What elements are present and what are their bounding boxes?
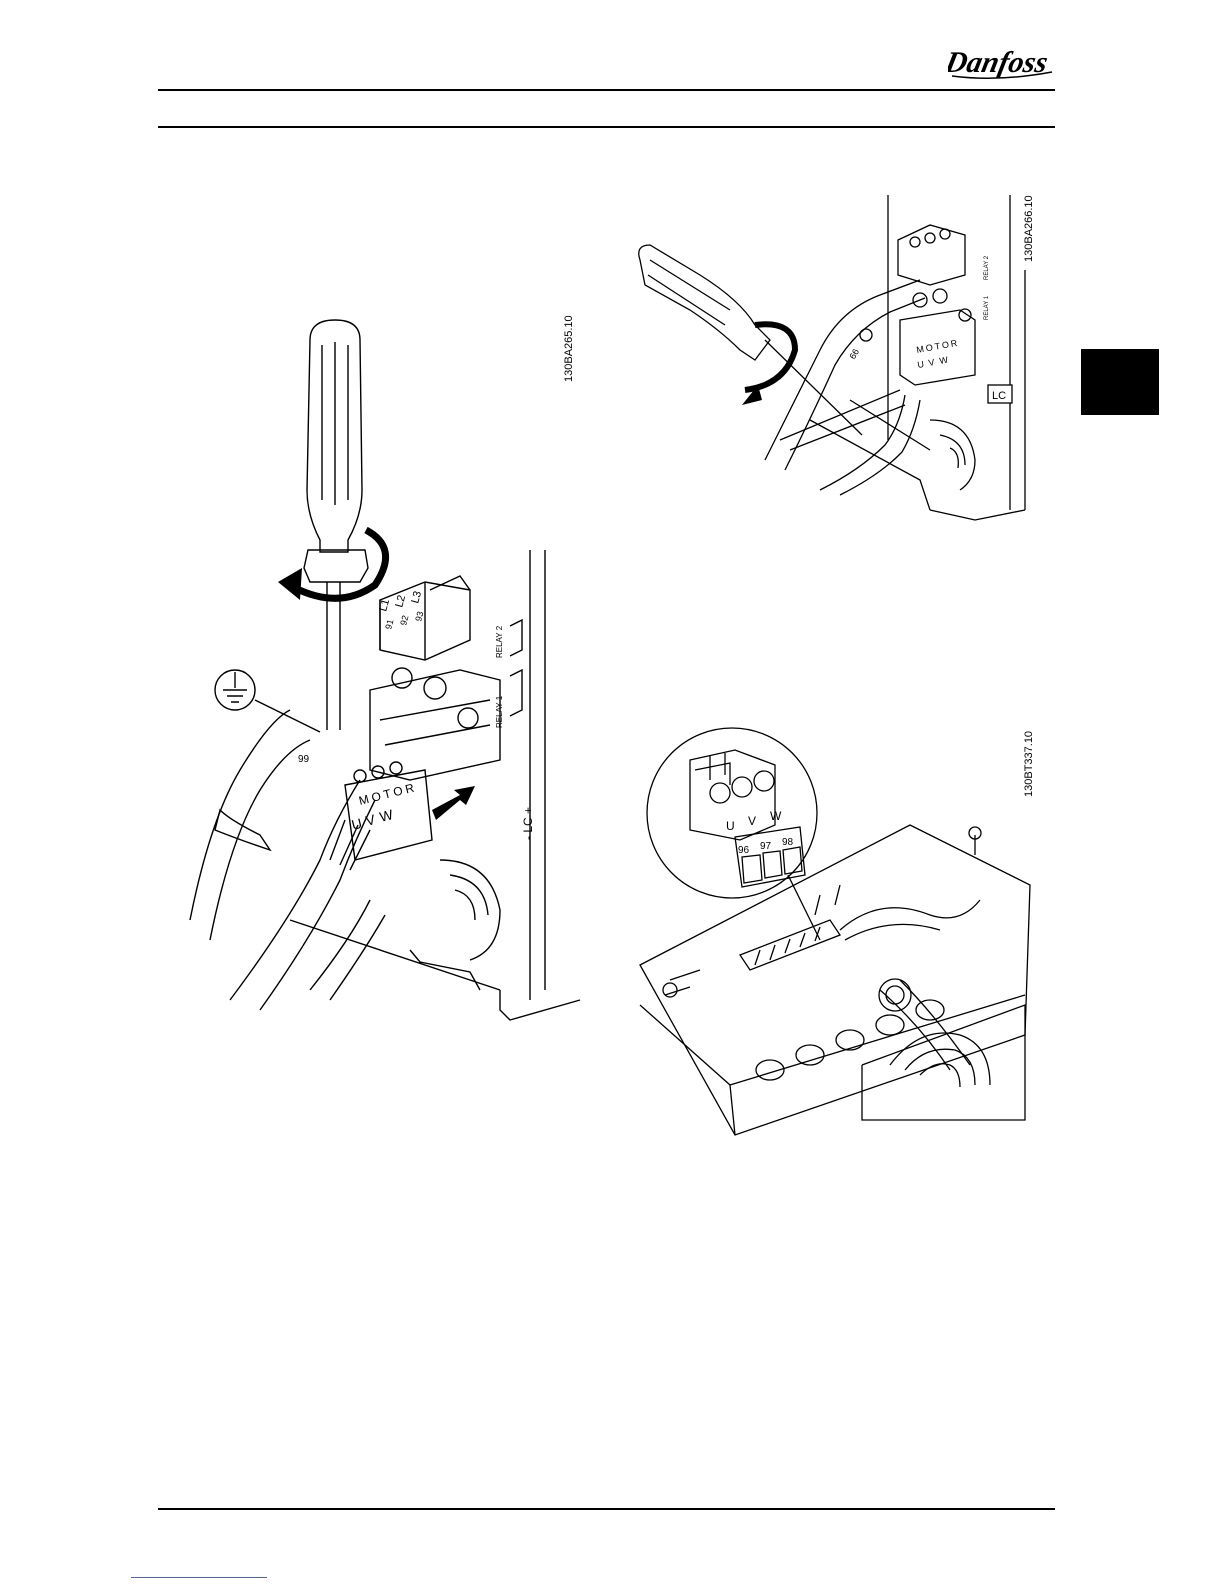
motor-label: MOTOR — [357, 780, 418, 808]
plug-terminal-98: 98 — [782, 837, 794, 848]
lc-label: - LC + — [521, 807, 535, 840]
terminal-top-91: 91 — [383, 618, 395, 630]
header-rule-top — [158, 89, 1055, 91]
figure-code: 130BA265.10 — [563, 315, 575, 382]
motor-terminal-w: W — [939, 355, 950, 366]
plug-terminal-w: W — [770, 809, 782, 823]
terminal-top-l2: L2 — [393, 594, 408, 609]
chapter-tab — [1081, 349, 1159, 415]
figure-motor-plug-detail: 130BT337.10 U V W 96 97 98 — [630, 725, 1050, 1145]
danfoss-logo: Danfoss — [948, 42, 1056, 82]
motor-terminal-w: W — [378, 806, 395, 825]
ground-terminal-99: 99 — [298, 754, 310, 765]
lc-label: LC — [992, 390, 1006, 402]
brand-wordmark: Danfoss — [948, 45, 1051, 79]
terminal-top-l1: L1 — [377, 598, 392, 613]
relay-1-label: RELAY 1 — [984, 295, 990, 320]
footer-rule — [158, 1508, 1055, 1510]
plug-terminal-v: V — [748, 814, 756, 828]
motor-terminal-u: U — [917, 359, 925, 370]
figure-code: 130BA266.10 — [1023, 195, 1035, 262]
motor-terminal-v: V — [928, 357, 936, 368]
plug-terminal-97: 97 — [760, 841, 772, 852]
footer-link-underline[interactable] — [131, 1577, 267, 1578]
motor-terminal-u: U — [350, 815, 364, 833]
motor-label: MOTOR — [916, 338, 960, 355]
terminal-top-92: 92 — [398, 614, 410, 626]
plug-terminal-u: U — [726, 819, 735, 833]
figure-mains-motor-connection: 130BA265.10 L1 L2 L3 91 92 93 RELAY 2 RE… — [170, 300, 590, 1030]
plug-terminal-96: 96 — [738, 845, 750, 856]
relay-2-label: RELAY 2 — [495, 625, 504, 658]
figure-motor-connector-tightening: 130BA266.10 RELAY 2 RELAY 1 MOTOR U V W … — [630, 190, 1050, 530]
relay-2-label: RELAY 2 — [984, 255, 990, 280]
figure-code: 130BT337.10 — [1023, 731, 1035, 797]
header-rule-bottom — [158, 126, 1055, 128]
terminal-top-l3: L3 — [409, 590, 424, 605]
ground-terminal-99: 99 — [847, 347, 861, 361]
terminal-top-93: 93 — [413, 610, 425, 622]
